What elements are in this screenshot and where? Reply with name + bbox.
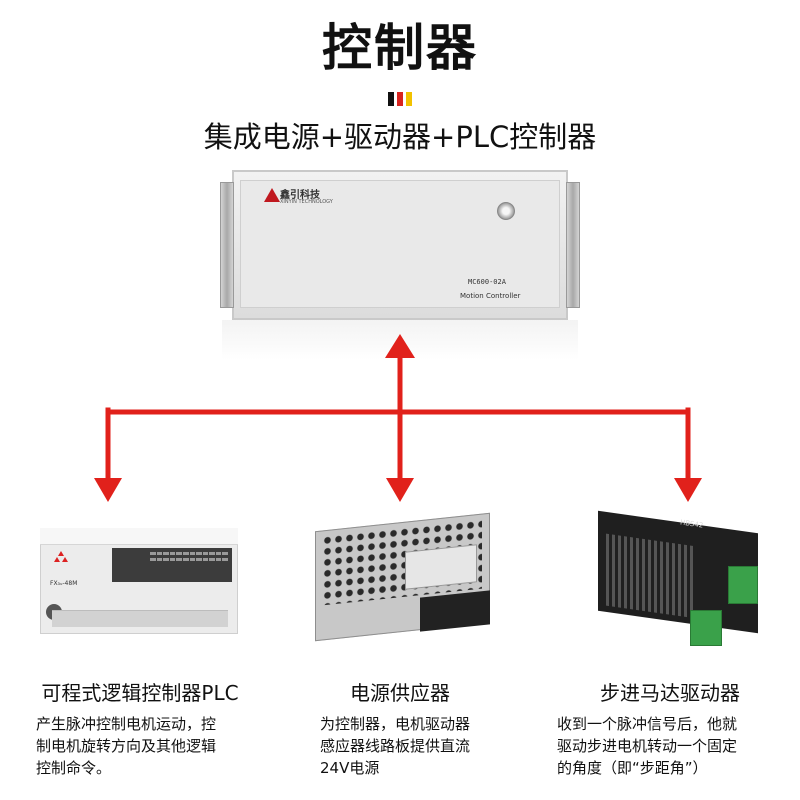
accent-bar-yellow xyxy=(406,92,412,106)
controller-label: Motion Controller xyxy=(460,292,521,300)
plc-model-label: FX₃ᵤ-48M xyxy=(50,580,78,587)
page-title: 控制器 xyxy=(322,19,478,77)
brand-logo-icon xyxy=(264,188,280,202)
power-button-icon xyxy=(497,202,515,220)
controller-right-handle xyxy=(566,182,580,308)
power-supply-sticker xyxy=(405,544,477,590)
arrow-head-left xyxy=(94,478,122,502)
description-line: 制电机旋转方向及其他逻辑 xyxy=(36,737,217,755)
device-title-psu: 电源供应器 xyxy=(350,681,450,705)
brand-subname: XINYIN TECHNOLOGY xyxy=(280,199,333,205)
description-line: 为控制器，电机驱动器 xyxy=(320,715,471,733)
device-description-plc: 产生脉冲控制电机运动，控 制电机旋转方向及其他逻辑 控制命令。 xyxy=(36,713,266,779)
device-title-driver: 步进马达驱动器 xyxy=(600,681,740,705)
device-description-psu: 为控制器，电机驱动器 感应器线路板提供直流 24V电源 xyxy=(320,713,520,779)
device-description-driver: 收到一个脉冲信号后，他就 驱动步进电机转动一个固定 的角度（即“步距角”） xyxy=(557,713,787,779)
accent-bars xyxy=(388,92,412,106)
description-line: 驱动步进电机转动一个固定 xyxy=(557,737,738,755)
stepper-driver-terminal-green xyxy=(728,566,758,604)
page-subtitle: 集成电源+驱动器+PLC控制器 xyxy=(203,120,597,154)
arrow-head-up xyxy=(385,334,415,358)
stepper-driver-terminal-green xyxy=(690,610,722,646)
controller-front-panel xyxy=(240,180,560,308)
arrow-head-right xyxy=(674,478,702,502)
mitsubishi-logo-icon xyxy=(52,548,70,562)
description-line: 控制命令。 xyxy=(36,759,112,777)
description-line: 产生脉冲控制电机运动，控 xyxy=(36,715,217,733)
description-line: 感应器线路板提供直流 xyxy=(320,737,471,755)
stepper-driver-heatsink xyxy=(606,533,696,619)
description-line: 的角度（即“步距角”） xyxy=(557,759,708,777)
description-line: 24V电源 xyxy=(320,759,380,777)
plc-top-terminals xyxy=(40,528,238,545)
brand-name: 鑫引科技 xyxy=(280,190,320,201)
plc-indicator-leds xyxy=(150,552,228,562)
arrow-head-center xyxy=(386,478,414,502)
plc-bottom-terminals xyxy=(52,610,228,627)
accent-bar-red xyxy=(397,92,403,106)
accent-bar-black xyxy=(388,92,394,106)
description-line: 收到一个脉冲信号后，他就 xyxy=(557,715,738,733)
device-title-plc: 可程式逻辑控制器PLC xyxy=(41,681,239,705)
controller-model: MC600-02A xyxy=(468,278,506,286)
controller-left-handle xyxy=(220,182,234,308)
